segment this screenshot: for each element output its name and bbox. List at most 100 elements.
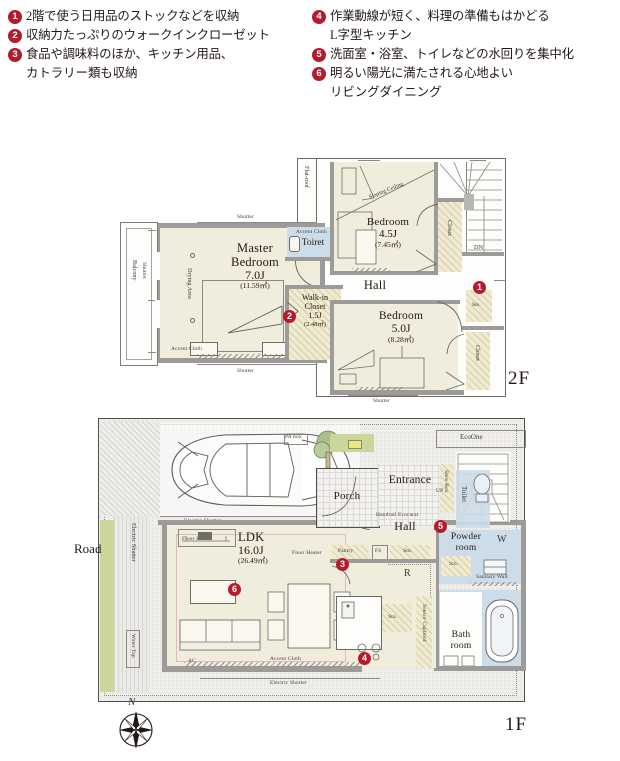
floor-plan-2f: Flat-roof Balcony Shutter Drying Area Ma… xyxy=(0,140,620,405)
legend-item: 3 食品や調味料のほか、キッチン用品、 xyxy=(8,46,308,62)
room-name: Powder xyxy=(450,532,482,542)
legend-bullet-6: 6 xyxy=(312,67,326,81)
legend-item: 4 作業動線が短く、料理の準備もはかどる xyxy=(312,8,618,24)
room-name-2: room xyxy=(455,542,477,553)
legend-text-6-cont: リビングダイニング xyxy=(330,85,442,99)
room-name-2: room xyxy=(450,640,472,651)
room-name-2: Closet xyxy=(304,302,326,312)
legend-text-3: 食品や調味料のほか、キッチン用品、 xyxy=(26,47,233,61)
room-walk-in-closet: Walk-in Closet 1.5J (2.48㎡) xyxy=(289,293,341,328)
label-electric-shutter-left: Electric Shutter xyxy=(130,523,137,562)
room-size: 1.5J xyxy=(308,311,322,321)
marker-6[interactable]: 6 xyxy=(228,583,241,596)
legend-text-2: 収納力たっぷりのウォークインクローゼット xyxy=(26,28,270,42)
room-area: (11.59㎡) xyxy=(240,281,270,291)
legend-text-6: 明るい陽光に満たされる心地よい xyxy=(330,66,513,80)
label-balcony-shutter: Shutter xyxy=(141,262,147,279)
floor-plan-1f: Electric Shutter Water Tap Electric Shut… xyxy=(0,408,620,761)
label-road: Road xyxy=(74,541,102,556)
label-sanitary-wall: Sanitary Wall xyxy=(476,574,508,580)
room-name: Master xyxy=(237,241,273,255)
room-area: (2.48㎡) xyxy=(304,320,326,328)
marker-5[interactable]: 5 xyxy=(434,520,447,533)
marker-4[interactable]: 4 xyxy=(358,652,371,665)
room-bedroom-45j: Bedroom 4.5J (7.45㎡) xyxy=(348,216,428,249)
bathtub-icon xyxy=(485,599,519,663)
marker-2[interactable]: 2 xyxy=(283,310,296,323)
room-name: Entrance xyxy=(388,474,432,486)
legend-bullet-4: 4 xyxy=(312,10,326,24)
legend-bullet-5: 5 xyxy=(312,48,326,62)
legend-item: 1 2階で使う日用品のストックなどを収納 xyxy=(8,8,308,24)
room-name: Bedroom xyxy=(378,310,424,322)
label-sto-2f: Sto. xyxy=(472,302,481,308)
compass-north-label: N xyxy=(128,696,136,708)
label-handrail-ecocarat: Handrail Ecocarat xyxy=(376,512,419,518)
marker-1[interactable]: 1 xyxy=(473,281,486,294)
legend-item: 5 洗面室・浴室、トイレなどの水回りを集中化 xyxy=(312,46,618,62)
label-accent-cloth-1f: Accent Cloth xyxy=(270,656,301,662)
label-accent-cloth-2f: Accent Cloth xyxy=(171,346,202,352)
room-powder: Powder room xyxy=(436,532,496,553)
label-pa-box: PA box xyxy=(285,434,302,440)
room-area: (8.28㎡) xyxy=(388,334,414,344)
legend-item: 6 明るい陽光に満たされる心地よい xyxy=(312,65,618,81)
label-sto-powder: Sto. xyxy=(449,561,459,567)
room-toilet-2f: Toiret xyxy=(290,238,336,249)
legend-text-1: 2階で使う日用品のストックなどを収納 xyxy=(26,9,240,23)
label-shutter-top: Shutter xyxy=(237,214,254,220)
label-dn: DN xyxy=(474,244,483,251)
label-accent-cloth-toilet: Accent Cloth xyxy=(296,229,327,235)
room-hall-2f: Hall xyxy=(340,278,410,292)
legend-block: 1 2階で使う日用品のストックなどを収納 2 収納力たっぷりのウォークインクロー… xyxy=(0,0,620,132)
label-w: W xyxy=(497,534,507,545)
legend-text-5: 洗面室・浴室、トイレなどの水回りを集中化 xyxy=(330,47,574,61)
room-area: (26.49㎡) xyxy=(238,556,268,566)
legend-item: 2 収納力たっぷりのウォークインクローゼット xyxy=(8,27,308,43)
label-water-tap: Water Tap xyxy=(130,634,136,658)
room-master-bedroom: Master Bedroom 7.0J (11.59㎡) xyxy=(190,241,320,291)
label-flat-roof: Flat-roof xyxy=(303,166,310,188)
label-fs: FS xyxy=(375,548,382,554)
room-size: 4.5J xyxy=(378,228,398,241)
legend-column-left: 1 2階で使う日用品のストックなどを収納 2 収納力たっぷりのウォークインクロー… xyxy=(8,8,308,84)
room-size: 16.0J xyxy=(238,543,264,557)
room-bedroom-50j: Bedroom 5.0J (8.28㎡) xyxy=(356,310,446,344)
legend-bullet-1: 1 xyxy=(8,10,22,24)
room-name: Hall xyxy=(394,519,416,533)
room-name: Porch xyxy=(333,490,361,502)
room-size: 5.0J xyxy=(391,322,411,335)
room-hall-1f: Hall xyxy=(370,519,440,533)
kitchen-sink-icon xyxy=(341,601,355,619)
room-entrance: Entrance xyxy=(374,474,446,487)
label-drying-area: Drying Area xyxy=(186,268,193,299)
compass-rose-icon xyxy=(119,711,153,749)
label-up: UP xyxy=(436,488,444,494)
label-pantry: Pantry xyxy=(338,548,354,554)
room-area: (7.45㎡) xyxy=(375,239,401,249)
room-name: Hall xyxy=(363,278,387,292)
floor-label-1f: 1F xyxy=(505,714,528,735)
legend-text-3-cont: カトラリー類も収納 xyxy=(26,66,138,80)
label-shutter-bed50: Shutter xyxy=(373,398,390,404)
room-name: Walk-in xyxy=(301,293,329,302)
label-closet-bed50: Closet xyxy=(474,345,481,361)
room-name: Toiret xyxy=(301,238,325,248)
label-ac: AC xyxy=(188,658,196,664)
floor-label-2f: 2F xyxy=(508,368,531,389)
room-ldk: LDK 16.0J (26.49㎡) xyxy=(238,530,328,566)
label-closet-bed45: Closet xyxy=(446,220,453,236)
label-floor-heater-1: Floor Heater xyxy=(182,536,212,542)
room-porch: Porch xyxy=(318,490,376,502)
room-name-2: Bedroom xyxy=(231,255,279,269)
room-bath: Bath room xyxy=(436,630,486,651)
room-name: Bath xyxy=(451,630,471,640)
legend-bullet-2: 2 xyxy=(8,29,22,43)
label-electric-shutter-bottom: Electric Shutter xyxy=(270,680,307,686)
legend-text-4: 作業動線が短く、料理の準備もはかどる xyxy=(330,9,550,23)
legend-text-4-cont: L字型キッチン xyxy=(330,28,412,42)
room-size: 7.0J xyxy=(245,268,265,282)
label-floor-heater-2: Floor Heater xyxy=(292,550,322,556)
marker-3[interactable]: 3 xyxy=(336,558,349,571)
legend-column-right: 4 作業動線が短く、料理の準備もはかどる L字型キッチン 5 洗面室・浴室、トイ… xyxy=(312,8,618,103)
